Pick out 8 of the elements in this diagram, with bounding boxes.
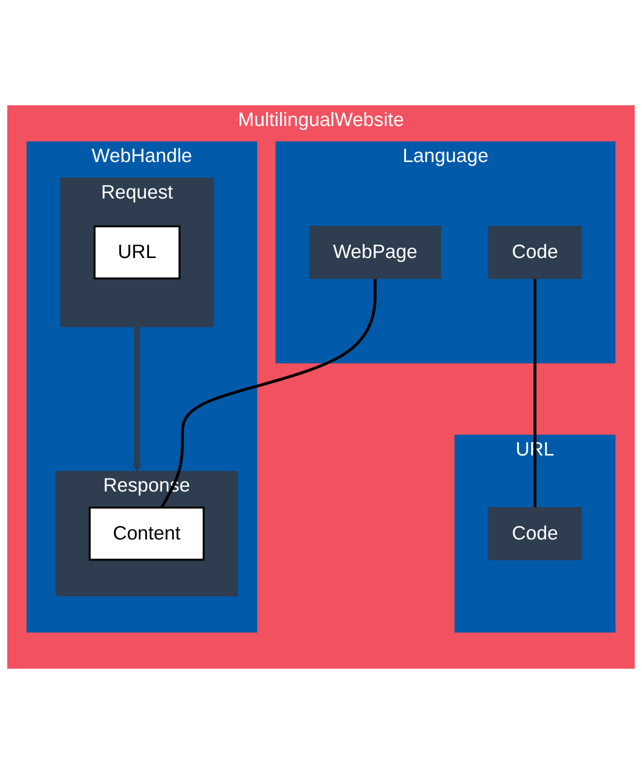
connector <box>534 278 536 508</box>
node-box: Content <box>88 506 205 561</box>
node-box: Code <box>488 507 582 560</box>
node-box: URL <box>94 225 180 280</box>
node-box: Code <box>488 226 582 279</box>
arrow <box>132 326 142 472</box>
node-box: WebPage <box>309 226 441 279</box>
connector <box>160 278 377 508</box>
